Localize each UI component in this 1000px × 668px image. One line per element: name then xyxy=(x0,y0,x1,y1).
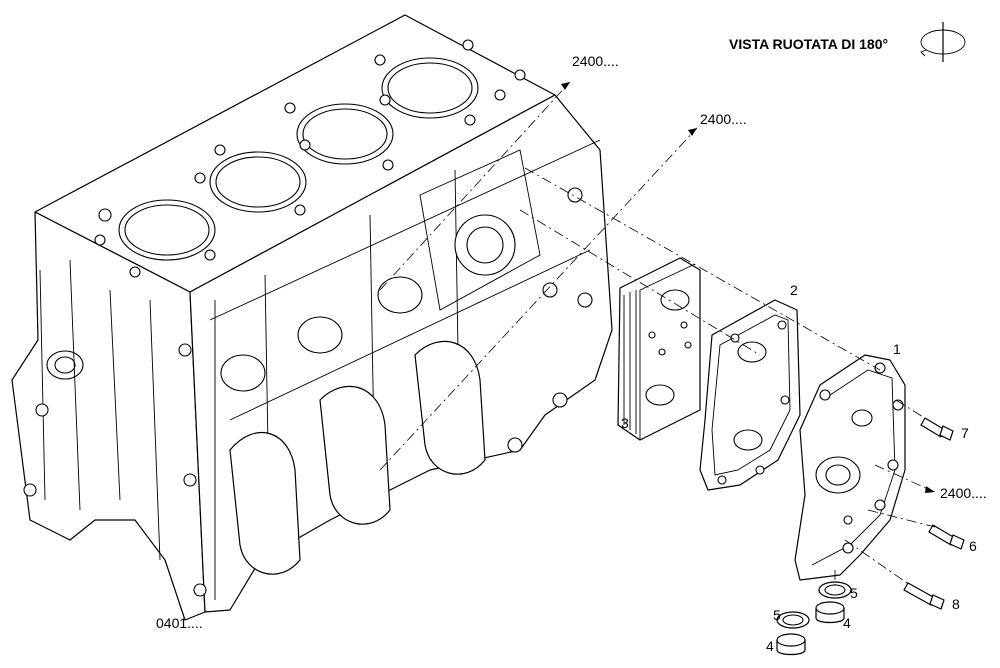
ref-label-top-1: 2400.... xyxy=(572,53,619,69)
view-rotated-note: VISTA RUOTATA DI 180° xyxy=(729,36,888,52)
callout-3: 3 xyxy=(621,415,629,431)
ref-label-right: 2400.... xyxy=(940,485,987,501)
callout-5-lower: 5 xyxy=(773,607,781,623)
bolt-7 xyxy=(920,417,954,441)
seal-5-lower xyxy=(776,611,810,629)
bolt-6 xyxy=(928,524,965,550)
callout-4-lower: 4 xyxy=(766,638,774,654)
engine-block xyxy=(11,14,613,621)
cooler-housing xyxy=(794,354,906,581)
assembly-leader-lines xyxy=(379,81,936,586)
callout-4-upper: 4 xyxy=(843,615,851,631)
callout-5-upper: 5 xyxy=(850,585,858,601)
callout-7: 7 xyxy=(961,425,969,441)
callout-1: 1 xyxy=(893,341,901,357)
callout-6: 6 xyxy=(969,538,977,554)
plug-4-upper xyxy=(815,601,845,624)
rotate-180-icon xyxy=(920,22,966,62)
plug-4-lower xyxy=(776,633,806,656)
bolt-8 xyxy=(903,582,945,610)
callout-8: 8 xyxy=(952,596,960,612)
gasket xyxy=(699,299,801,491)
ref-label-top-2: 2400.... xyxy=(700,111,747,127)
callout-2: 2 xyxy=(790,282,798,298)
oil-cooler xyxy=(617,257,701,441)
ref-label-bottom: 0401.... xyxy=(156,615,203,631)
